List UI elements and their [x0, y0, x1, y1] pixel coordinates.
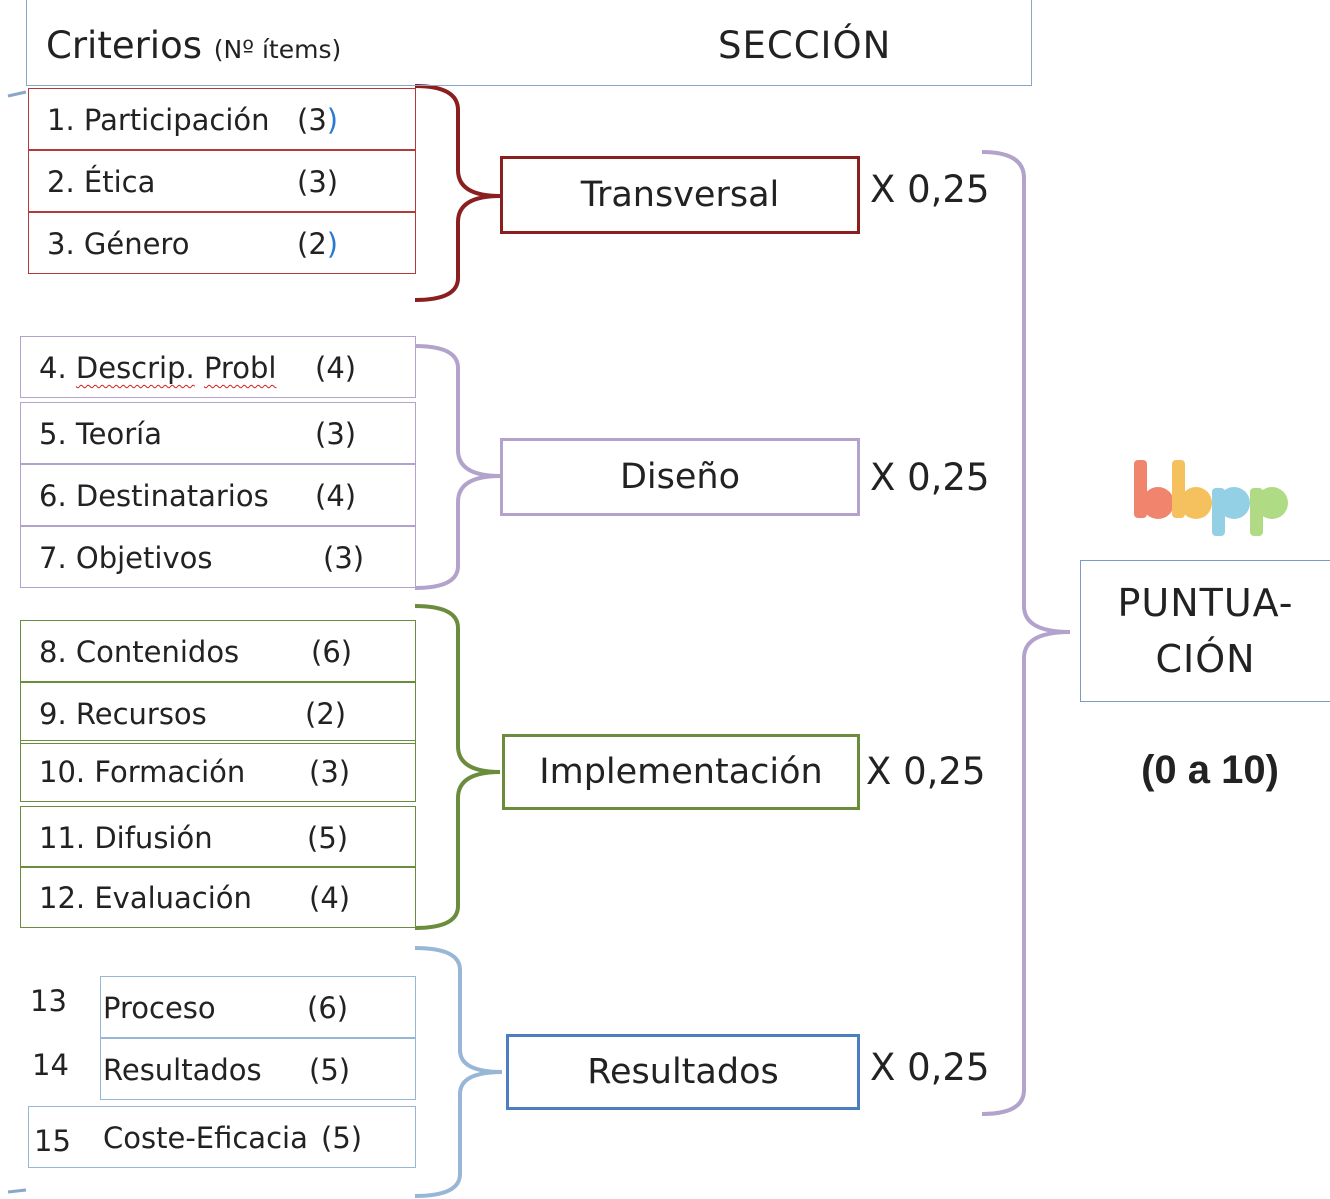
criterion-label: 5. Teoría — [39, 417, 163, 451]
header-box — [26, 0, 1032, 86]
bracket-diseno — [414, 344, 501, 590]
criterion-count: (4) — [315, 351, 357, 385]
criterion-count: (3) — [315, 417, 357, 451]
criterios-subtitle: (Nº ítems) — [213, 35, 342, 64]
criterios-header: Criterios (Nº ítems) — [46, 24, 341, 67]
criterion-label: 4. Descrip. Probl — [39, 351, 277, 385]
criterion-count: (3) — [323, 541, 365, 575]
criterion-row: 5. Teoría (3) — [20, 402, 416, 464]
criterion-count: (4) — [309, 881, 351, 915]
multiplier-transversal: X 0,25 — [870, 168, 990, 211]
criterion-label: 12. Evaluación — [39, 881, 252, 915]
puntuacion-line-1: PUNTUA- — [1117, 581, 1294, 625]
multiplier-diseno: X 0,25 — [870, 456, 990, 499]
criterion-count: (2) — [305, 697, 347, 731]
criterion-count: (3) — [297, 103, 339, 137]
criterion-number: 13 — [30, 984, 67, 1018]
criterion-row: Resultados (5) — [100, 1038, 416, 1100]
criterion-count: (3) — [309, 755, 351, 789]
criterion-row: 11. Difusión (5) — [20, 806, 416, 868]
section-box-implementacion: Implementación — [502, 734, 860, 810]
bracket-transversal — [414, 84, 501, 302]
section-box-diseno: Diseño — [500, 438, 860, 516]
criterion-number: 15 — [34, 1124, 71, 1158]
criterion-label: Resultados — [103, 1053, 262, 1087]
criterion-row: 12. Evaluación (4) — [20, 866, 416, 928]
puntuacion-box: PUNTUA- CIÓN — [1080, 560, 1330, 702]
multiplier-implementacion: X 0,25 — [866, 750, 986, 793]
criterion-row: 1. Participación (3) — [28, 88, 416, 150]
criterion-row: Coste-Eficacia (5) — [28, 1106, 416, 1168]
criterion-label: 10. Formación — [39, 755, 246, 789]
criterion-label: 3. Género — [47, 227, 190, 261]
criterion-row: 2. Ética (3) — [28, 150, 416, 212]
bracket-resultados — [414, 946, 503, 1198]
criterion-count: (2) — [297, 227, 339, 261]
criterion-row: 3. Género (2) — [28, 212, 416, 274]
criterion-row: 9. Recursos (2) — [20, 682, 416, 744]
criterion-label: Proceso — [103, 991, 216, 1025]
criterion-label: 9. Recursos — [39, 697, 207, 731]
criterion-count: (3) — [297, 165, 339, 199]
criterion-row: Proceso (6) — [100, 976, 416, 1038]
criterion-label: 11. Difusión — [39, 821, 213, 855]
bbpp-logo — [1134, 460, 1288, 536]
criterion-count: (4) — [315, 479, 357, 513]
criterios-title: Criterios — [46, 24, 203, 67]
criterion-label: 7. Objetivos — [39, 541, 213, 575]
criterion-count: (5) — [321, 1121, 363, 1155]
seccion-header: SECCIÓN — [718, 24, 892, 67]
score-range: (0 a 10) — [1141, 748, 1279, 792]
criterion-row: 6. Destinatarios (4) — [20, 464, 416, 526]
criterion-count: (5) — [309, 1053, 351, 1087]
criterion-row: 7. Objetivos (3) — [20, 526, 416, 588]
criterion-label: 1. Participación — [47, 103, 270, 137]
criterion-label: 8. Contenidos — [39, 635, 240, 669]
criterion-count: (6) — [307, 991, 349, 1025]
bracket-score — [981, 150, 1071, 1116]
criterion-count: (5) — [307, 821, 349, 855]
criterion-count: (6) — [311, 635, 353, 669]
puntuacion-line-2: CIÓN — [1155, 637, 1256, 681]
criterion-row: 8. Contenidos (6) — [20, 620, 416, 682]
criterion-label: 6. Destinatarios — [39, 479, 269, 513]
criterion-label: 2. Ética — [47, 165, 156, 199]
bracket-implementacion — [414, 604, 501, 930]
multiplier-resultados: X 0,25 — [870, 1046, 990, 1089]
criterion-number: 14 — [32, 1048, 69, 1082]
section-box-transversal: Transversal — [500, 156, 860, 234]
criterion-row: 4. Descrip. Probl (4) — [20, 336, 416, 398]
section-box-resultados: Resultados — [506, 1034, 860, 1110]
criterion-label: Coste-Eficacia — [103, 1121, 308, 1155]
criterion-row: 10. Formación (3) — [20, 740, 416, 802]
